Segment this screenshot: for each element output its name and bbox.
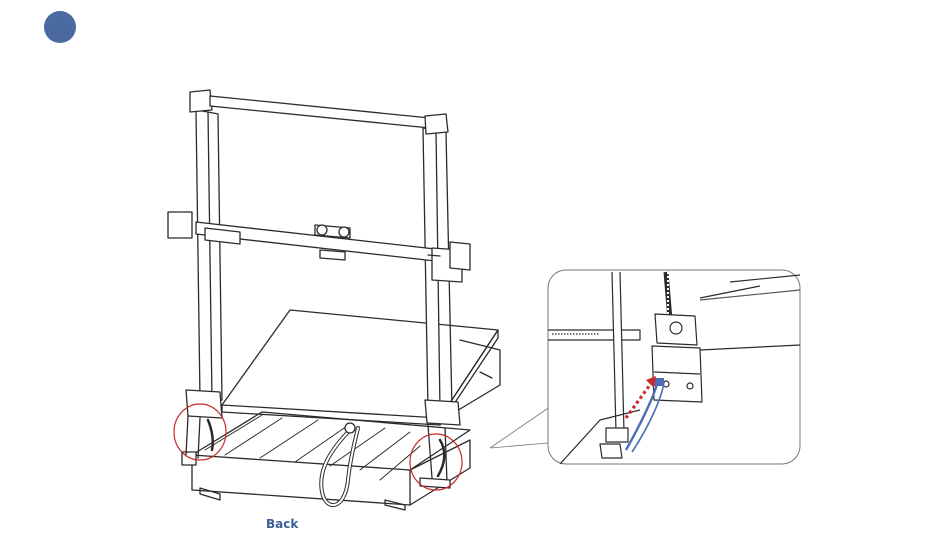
top-gantry [190, 90, 448, 134]
back-link[interactable]: Back [266, 517, 298, 531]
zoom-inset [548, 270, 800, 464]
left-upright [182, 110, 222, 465]
